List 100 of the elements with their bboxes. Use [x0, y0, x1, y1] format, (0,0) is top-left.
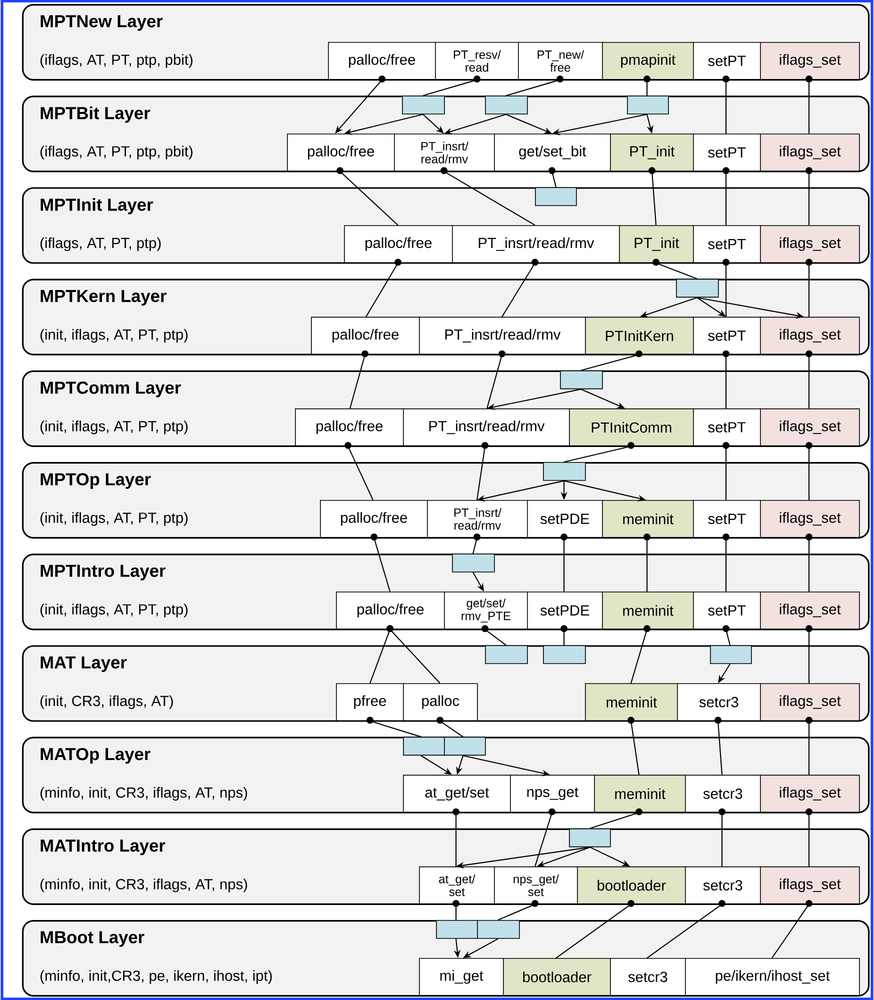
connector-line [484, 628, 506, 646]
connector-line [630, 629, 648, 684]
connector-line [808, 446, 810, 500]
connector-line [476, 446, 486, 500]
function-cell: iflags_set [760, 134, 860, 172]
function-cell: nps_get/ set [494, 866, 578, 904]
function-cell: PTInitKern [585, 316, 694, 355]
function-cell: PTInitComm [569, 408, 694, 446]
function-cell: palloc [403, 683, 478, 721]
connector-line [455, 904, 457, 920]
connector-line [725, 538, 727, 592]
function-cell: palloc/free [328, 42, 436, 80]
function-cell: bootloader [503, 958, 611, 996]
connector-line [651, 171, 657, 226]
function-cell: iflags_set [760, 592, 860, 630]
connector-line [506, 79, 560, 96]
connector-box [535, 187, 577, 206]
layer-title: MPTIntro Layer [40, 564, 166, 580]
function-cell: setcr3 [677, 683, 761, 721]
parameter-list: (iflags, AT, PT, ptp) [40, 237, 161, 252]
connector-line [556, 904, 632, 958]
function-cell: iflags_set [760, 500, 860, 538]
function-cell: PT_new/ free [518, 42, 603, 80]
function-cell: setPT [693, 225, 761, 263]
connector-line [340, 171, 398, 226]
parameter-list: (minfo, init, CR3, iflags, AT, nps) [40, 786, 248, 801]
connector-line [656, 262, 698, 280]
connector-line [808, 812, 810, 866]
function-cell: bootloader [577, 866, 686, 904]
parameter-list: (init, iflags, AT, PT, ptp) [40, 420, 188, 434]
function-cell: setcr3 [685, 866, 761, 904]
connector-line [808, 80, 810, 134]
function-cell: at_get/set [403, 774, 511, 813]
function-cell: iflags_set [760, 683, 860, 721]
connector-line [646, 538, 648, 592]
function-cell: palloc/free [320, 500, 428, 538]
connector-line [349, 354, 366, 409]
connector-line [590, 812, 640, 829]
parameter-list: (init, CR3, iflags, AT) [40, 695, 173, 710]
connector-line [725, 171, 727, 226]
connector-box [452, 554, 495, 572]
function-cell: pfree [336, 683, 404, 721]
connector-box [676, 278, 719, 298]
connector-line [370, 720, 422, 738]
function-cell: setPT [693, 592, 761, 630]
connector-line [563, 629, 565, 646]
function-cell: palloc/free [344, 225, 453, 263]
connector-line [440, 720, 464, 738]
connector-box [485, 96, 528, 114]
function-cell: PT_resv/ read [435, 42, 519, 80]
layer-title: MATOp Layer [40, 748, 150, 764]
connector-box [403, 736, 445, 756]
connector-line [580, 354, 640, 371]
connector-line [472, 538, 478, 554]
parameter-list: (init, iflags, AT, PT, ptp) [40, 604, 188, 618]
function-cell: PT_insrt/read/rmv [403, 408, 570, 446]
connector-line [808, 263, 810, 317]
function-cell: setPDE [527, 500, 603, 538]
function-cell: PT_insrt/ read/rmv [394, 134, 495, 172]
connector-line [551, 171, 557, 188]
connector-box [477, 920, 520, 939]
parameter-list: (iflags, AT, PT, ptp, pbit) [40, 54, 192, 68]
function-cell: PT_init [619, 225, 694, 263]
layer-title: MPTComm Layer [40, 382, 181, 398]
function-cell: iflags_set [760, 316, 860, 355]
connector-line [808, 171, 810, 226]
connector-line [808, 538, 810, 592]
function-cell: pmapinit [602, 42, 694, 80]
connector-box [436, 920, 478, 939]
function-cell: meminit [585, 683, 678, 721]
function-cell: meminit [602, 500, 694, 538]
connector-line [502, 262, 536, 318]
layer-title: MPTBit Layer [40, 106, 150, 123]
function-cell: palloc/free [336, 592, 445, 630]
connector-box [485, 645, 528, 664]
parameter-list: (minfo, init, CR3, iflags, AT, nps) [40, 878, 248, 892]
connector-box [627, 96, 669, 114]
function-cell: setPT [693, 408, 761, 446]
connector-line [772, 904, 810, 958]
parameter-list: (minfo, init,CR3, pe, ikern, ihost, ipt) [40, 970, 272, 984]
connector-line [486, 354, 503, 409]
connector-line [721, 812, 723, 866]
connector-line [455, 812, 457, 866]
function-cell: PT_insrt/ read/rmv [427, 500, 528, 538]
connector-line [534, 812, 552, 867]
function-cell: iflags_set [760, 408, 860, 446]
layer-title: MAT Layer [40, 656, 127, 672]
connector-line [725, 446, 727, 500]
function-cell: PT_init [610, 134, 694, 172]
layer-title: MPTInit Layer [40, 198, 153, 214]
function-cell: iflags_set [760, 225, 860, 263]
connector-box [710, 645, 752, 664]
function-cell: meminit [594, 774, 686, 813]
function-cell: iflags_set [760, 866, 860, 904]
connector-line [717, 720, 723, 775]
connector-line [725, 263, 727, 317]
connector-line [564, 446, 632, 463]
function-cell: setPT [693, 500, 761, 538]
layer-title: MBoot Layer [40, 931, 144, 947]
connector-line [725, 629, 731, 646]
